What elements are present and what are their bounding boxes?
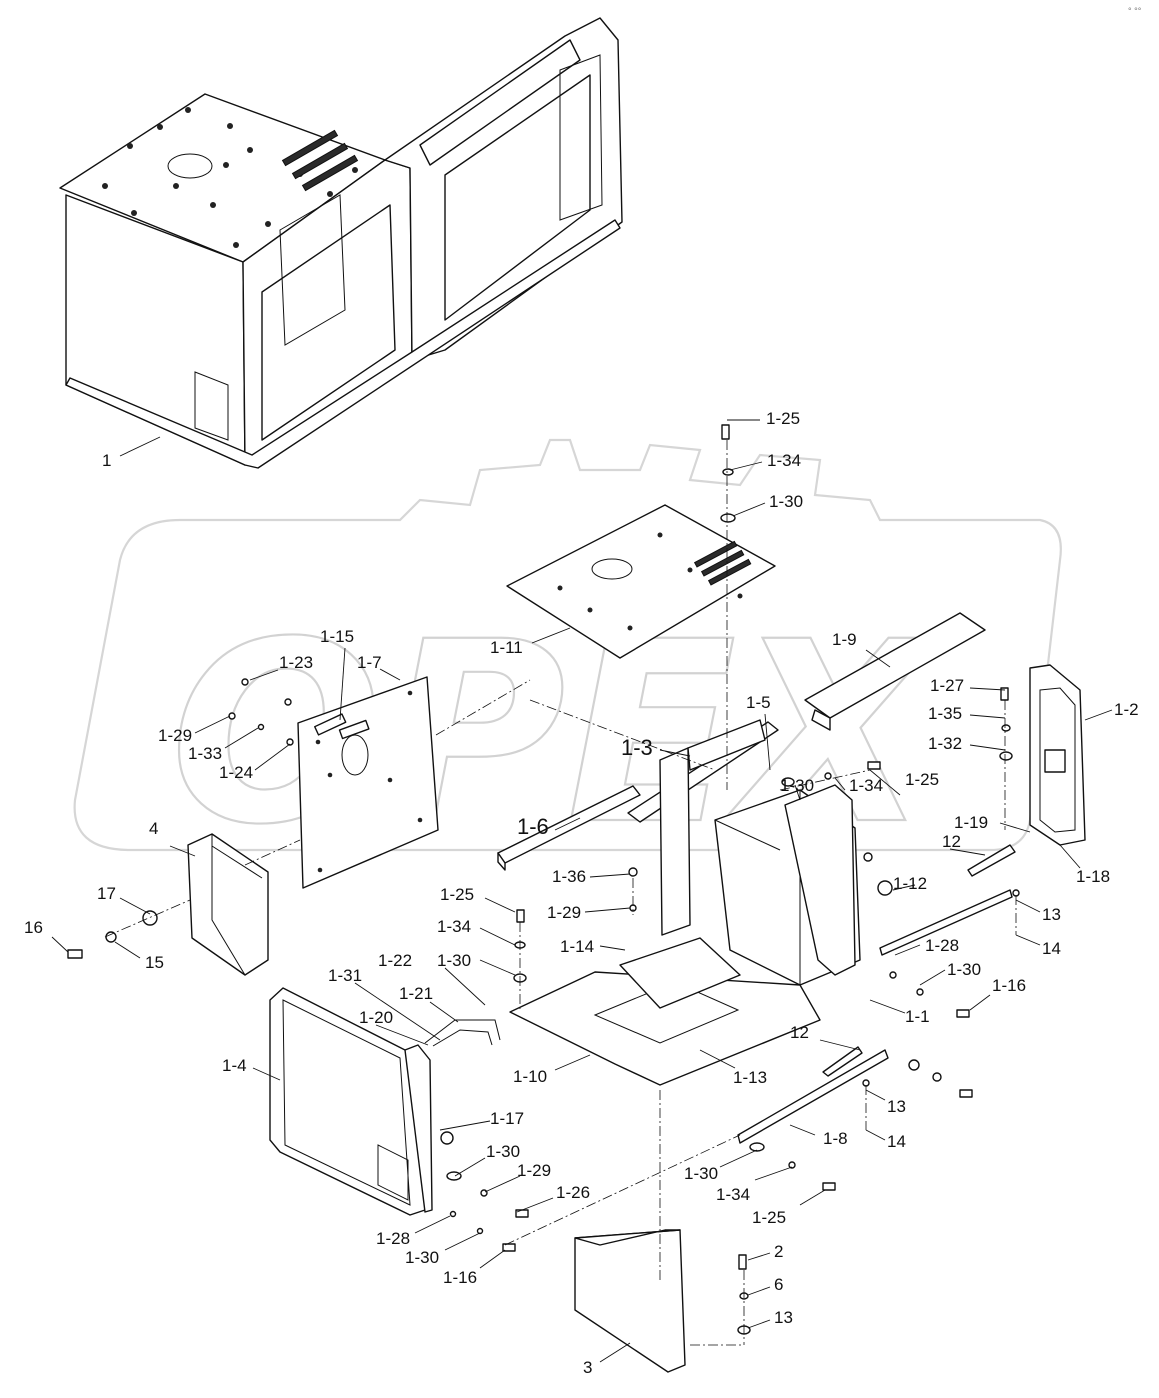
callout-1-19: 1-19	[954, 813, 988, 832]
callout-15: 15	[145, 953, 164, 972]
callout-1-30-e: 1-30	[486, 1142, 520, 1161]
callout-1-10: 1-10	[513, 1067, 547, 1086]
callout-1-11: 1-11	[490, 638, 523, 657]
callout-1-13: 1-13	[733, 1068, 767, 1087]
callout-1-34-b: 1-34	[849, 776, 883, 795]
callout-13-b: 13	[887, 1097, 906, 1116]
callout-1-6: 1-6	[517, 814, 549, 839]
callout-1-30: 1-30	[769, 492, 803, 511]
callout-1-18: 1-18	[1076, 867, 1110, 886]
callout-1-29: 1-29	[158, 726, 192, 745]
frame-1-3	[627, 719, 861, 986]
callout-1-20: 1-20	[359, 1008, 393, 1027]
rail-1-9	[804, 612, 986, 731]
callout-1-28: 1-28	[925, 936, 959, 955]
callout-1-25-d: 1-25	[752, 1208, 786, 1227]
callout-1-30-b: 1-30	[780, 776, 814, 795]
callout-1-33: 1-33	[188, 744, 222, 763]
callout-3: 3	[583, 1358, 592, 1377]
callout-13-c: 13	[774, 1308, 793, 1327]
rail-1-8	[737, 1046, 889, 1144]
rail-1-6	[497, 785, 641, 871]
callout-1-26: 1-26	[556, 1183, 590, 1202]
callout-1-7: 1-7	[357, 653, 382, 672]
callout-16: 16	[24, 918, 43, 937]
callout-1-12: 1-12	[893, 874, 927, 893]
callout-1-29-c: 1-29	[517, 1161, 551, 1180]
callout-14-b: 14	[887, 1132, 906, 1151]
callout-1-25: 1-25	[766, 409, 800, 428]
bracket-1-2	[1029, 664, 1086, 846]
side-assembly-1-4	[269, 987, 433, 1216]
callout-1-36: 1-36	[552, 867, 586, 886]
panel-1-11	[506, 504, 776, 659]
callout-1-27: 1-27	[930, 676, 964, 695]
callout-1-3: 1-3	[621, 735, 653, 760]
callout-1-8: 1-8	[823, 1129, 848, 1148]
callout-1-25-b: 1-25	[905, 770, 939, 789]
fasteners	[67, 424, 1020, 1335]
corner-mark: ° °°	[1128, 6, 1142, 16]
callout-1-16: 1-16	[992, 976, 1026, 995]
callout-1-17: 1-17	[490, 1109, 524, 1128]
callout-1-34-c: 1-34	[437, 917, 471, 936]
center-lines	[104, 440, 1017, 1346]
callout-1-14: 1-14	[560, 937, 594, 956]
callout-1-16-b: 1-16	[443, 1268, 477, 1287]
rail-1-12	[879, 844, 1016, 956]
callout-2: 2	[774, 1242, 783, 1261]
callout-1-23: 1-23	[279, 653, 313, 672]
callout-1-24: 1-24	[219, 763, 253, 782]
callout-1-28-b: 1-28	[376, 1229, 410, 1248]
callout-1-9: 1-9	[832, 630, 857, 649]
callout-14: 14	[1042, 939, 1061, 958]
leader-lines	[51, 419, 1113, 1363]
cover-4	[187, 833, 269, 976]
panel-1-7	[297, 676, 439, 889]
callout-1-30-d: 1-30	[947, 960, 981, 979]
plate-3	[574, 1229, 686, 1373]
callout-1-30-f: 1-30	[684, 1164, 718, 1183]
callout-12-b: 12	[790, 1023, 809, 1042]
callout-1-1: 1-1	[905, 1007, 930, 1026]
callout-1-4: 1-4	[222, 1056, 247, 1075]
clip-1-21	[424, 1019, 501, 1047]
callout-1-5: 1-5	[746, 693, 771, 712]
callout-13: 13	[1042, 905, 1061, 924]
callout-1-21: 1-21	[399, 984, 433, 1003]
callout-1-35: 1-35	[928, 704, 962, 723]
callout-12: 12	[942, 832, 961, 851]
callout-1-29-b: 1-29	[547, 903, 581, 922]
callout-labels: 1 1-25 1-34 1-30 1-11 1-9 1-27 1-2 1-35 …	[24, 409, 1139, 1377]
callout-1-25-c: 1-25	[440, 885, 474, 904]
callout-17: 17	[97, 884, 116, 903]
callout-1-34: 1-34	[767, 451, 801, 470]
callout-1: 1	[102, 451, 111, 470]
callout-4: 4	[149, 819, 158, 838]
callout-1-31: 1-31	[328, 966, 362, 985]
base-1-10	[509, 937, 821, 1086]
callout-6: 6	[774, 1275, 783, 1294]
callout-1-34-d: 1-34	[716, 1185, 750, 1204]
callout-1-30-c: 1-30	[437, 951, 471, 970]
callout-1-15: 1-15	[320, 627, 354, 646]
callout-1-30-g: 1-30	[405, 1248, 439, 1267]
callout-1-2: 1-2	[1114, 700, 1139, 719]
cab-frame-assembly	[59, 17, 623, 469]
callout-1-32: 1-32	[928, 734, 962, 753]
callout-1-22: 1-22	[378, 951, 412, 970]
